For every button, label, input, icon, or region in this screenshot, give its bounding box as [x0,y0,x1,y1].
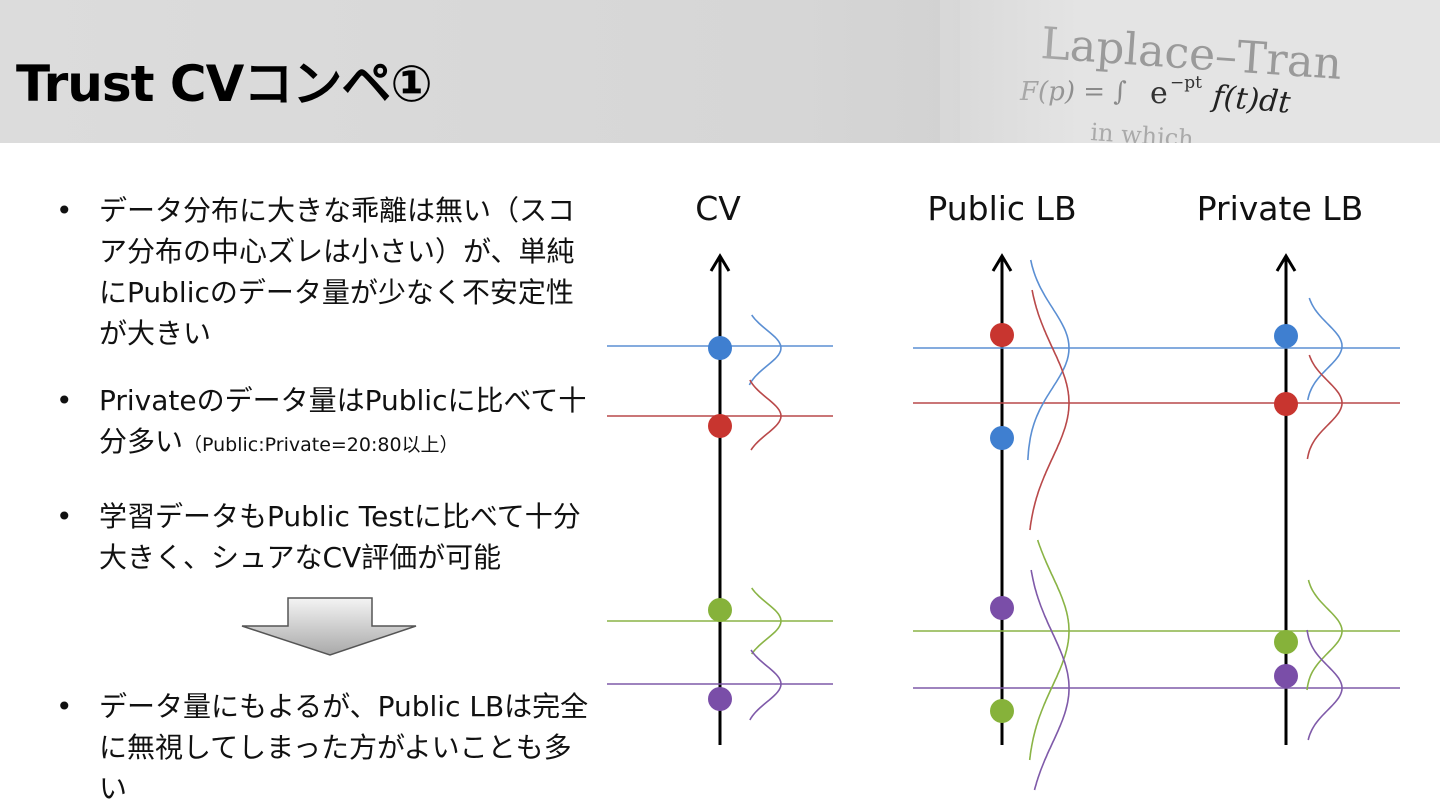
svg-text:f(t)dt: f(t)dt [1209,79,1293,121]
svg-text:e: e [1150,76,1168,111]
axis-arrow-icon [709,253,731,272]
score-marker-purple [990,596,1014,620]
distribution-curve-purple [1306,629,1343,741]
axis-arrow-icon [991,253,1013,272]
bullet-symbol: • [56,384,73,417]
bullet-text: 学習データもPublic Testに比べて十分大きく、シュアなCV評価が可能 [99,500,581,574]
distribution-curve-blue [748,314,782,386]
bullet-symbol: • [56,690,73,723]
score-marker-purple [708,687,732,711]
column-label: CV [695,189,741,228]
score-marker-red [1274,392,1298,416]
score-marker-red [708,414,732,438]
distribution-curve-blue [1307,297,1343,401]
distribution-curve-red [749,379,782,451]
distribution-curve-red [1306,354,1343,460]
axis-arrow-icon [1275,253,1297,272]
distribution-curve-green [1028,539,1070,761]
header-banner: Laplace–Tran F(p) = ∫ e −pt f(t)dt in wh… [0,0,1440,143]
distribution-curve-red [1029,289,1070,531]
bullet-symbol: • [56,500,73,533]
score-marker-blue [990,426,1014,450]
score-marker-blue [708,336,732,360]
bullet-text-wrap: Privateのデータ量はPublicに比べて十分多い（Public:Priva… [99,380,599,466]
score-marker-red [990,323,1014,347]
score-marker-purple [1274,664,1298,688]
distribution-curve-green [1306,579,1343,691]
score-marker-green [990,699,1014,723]
bullet-symbol: • [56,194,73,227]
bullet-text: Privateのデータ量はPublicに比べて十分多い [99,384,587,458]
score-marker-green [1274,630,1298,654]
score-marker-blue [1274,324,1298,348]
bullet-text: データ量にもよるが、Public LBは完全に無視してしまった方がよいことも多い [99,690,589,805]
page-title: Trust CVコンペ① [16,55,433,113]
column-label: Private LB [1197,189,1364,228]
laplace-transform-decoration: Laplace–Tran F(p) = ∫ e −pt f(t)dt in wh… [940,0,1440,143]
bullet-note: （Public:Private=20:80以上） [183,434,459,456]
svg-text:−pt: −pt [1170,73,1202,93]
distribution-curve-blue [1027,259,1070,461]
distribution-curve-purple [749,649,782,721]
distribution-curve-purple [1030,569,1070,791]
distribution-curve-green [751,587,782,655]
down-arrow-icon [241,597,417,656]
score-marker-green [708,598,732,622]
column-label: Public LB [927,189,1076,228]
bullet-text: データ分布に大きな乖離は無い（スコア分布の中心ズレは小さい）が、単純にPubli… [99,194,576,350]
